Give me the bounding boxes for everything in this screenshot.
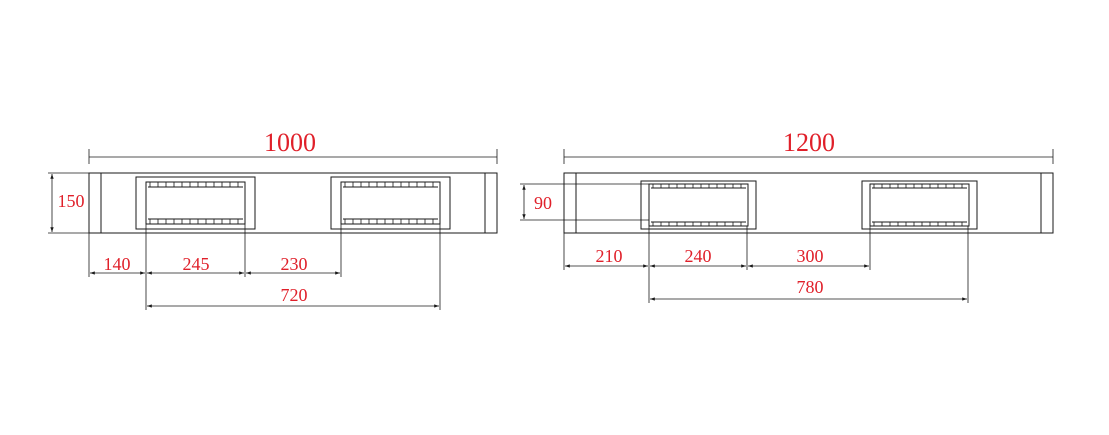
left-dim-b-label: 245 [183, 254, 210, 274]
left-overall-length-label: 1000 [264, 128, 316, 157]
right-fork-opening-2 [861, 180, 978, 230]
right-overall-length-label: 1200 [783, 128, 835, 157]
right-pallet-view: 1200 90 [520, 128, 1054, 303]
right-height-label: 90 [534, 193, 552, 213]
right-pallet-outline [563, 172, 1054, 234]
left-height-label: 150 [58, 191, 85, 211]
right-dim-b-label: 240 [685, 246, 712, 266]
left-fork-opening-1 [135, 176, 256, 230]
left-pallet-view: 1000 150 [48, 128, 498, 310]
left-dim-total-label: 720 [281, 285, 308, 305]
right-dim-c-label: 300 [797, 246, 824, 266]
left-pallet-outline [88, 172, 498, 234]
right-dim-a-label: 210 [596, 246, 623, 266]
right-dim-total-label: 780 [797, 277, 824, 297]
right-fork-opening-1 [640, 180, 757, 230]
left-fork-opening-2 [330, 176, 451, 230]
left-dim-c-label: 230 [281, 254, 308, 274]
left-dim-a-label: 140 [104, 254, 131, 274]
